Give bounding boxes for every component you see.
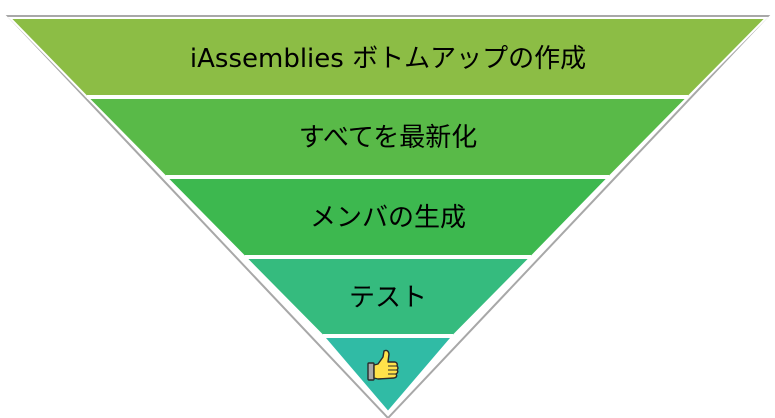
tier-4: テスト — [242, 256, 534, 337]
tier-2: すべてを最新化 — [84, 96, 691, 178]
tier-4-label: テスト — [349, 283, 427, 313]
tier-2-label: すべてを最新化 — [299, 123, 478, 153]
funnel-outline — [5, 15, 771, 418]
tier-3-label: メンバの生成 — [310, 203, 466, 233]
tier-1-label: iAssemblies ボトムアップの作成 — [190, 44, 586, 74]
tier-3: メンバの生成 — [163, 176, 612, 258]
tier-separators — [87, 95, 688, 338]
thumbs-up-icon — [367, 349, 399, 381]
tier-5 — [320, 335, 456, 414]
tier-1: iAssemblies ボトムアップの作成 — [7, 17, 769, 98]
